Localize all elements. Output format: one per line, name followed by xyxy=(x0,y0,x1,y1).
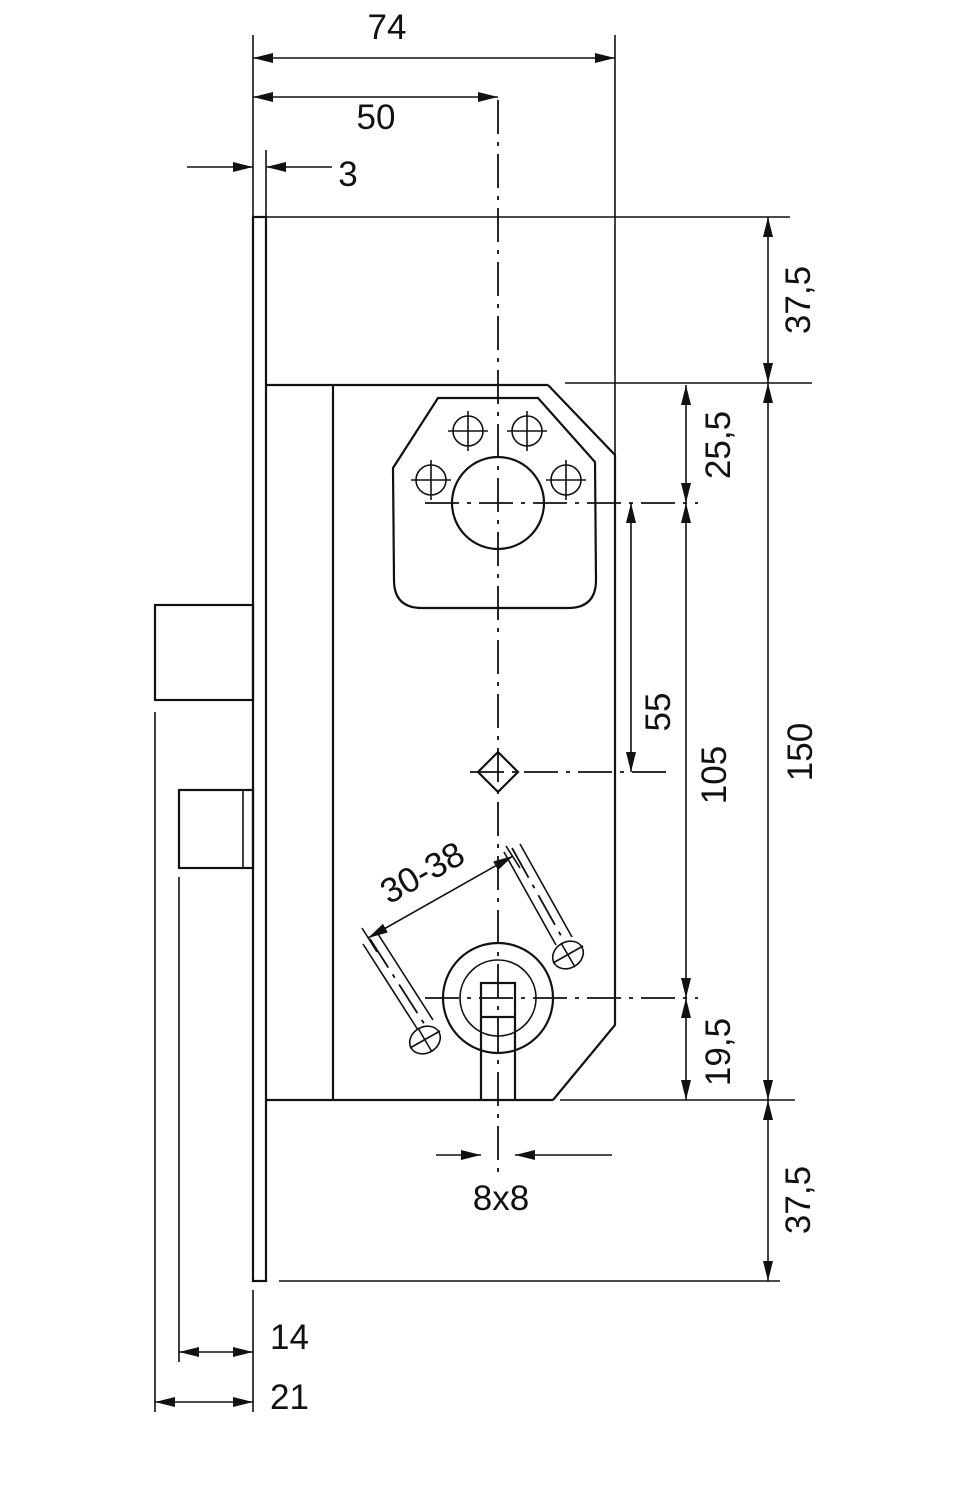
lock-body xyxy=(266,383,617,1102)
dim-label-14: 14 xyxy=(270,1318,309,1357)
latch-bolt xyxy=(153,603,255,702)
dim-label-55: 55 xyxy=(639,693,678,732)
dim-label-30-38: 30-38 xyxy=(374,834,471,912)
dim-label-150: 150 xyxy=(781,723,820,781)
cylinder-plate xyxy=(391,396,598,610)
dim-label-3: 3 xyxy=(338,155,357,194)
dim-label-21: 21 xyxy=(270,1378,309,1417)
dimension-lines xyxy=(155,53,773,1407)
dim-label-105: 105 xyxy=(695,746,734,804)
angled-arms xyxy=(362,843,585,1055)
dim-label-74: 74 xyxy=(368,8,407,47)
dim-label-25-5: 25,5 xyxy=(699,411,738,479)
screw-holes xyxy=(411,411,586,500)
extension-lines xyxy=(154,35,812,1412)
dead-bolt xyxy=(177,788,255,870)
center-lines xyxy=(425,100,698,1175)
dim-label-bottom-37-5: 37,5 xyxy=(779,1166,818,1234)
dim-label-top-37-5: 37,5 xyxy=(779,266,818,334)
dim-label-8x8: 8x8 xyxy=(473,1179,529,1218)
dim-label-19-5: 19,5 xyxy=(699,1018,738,1086)
faceplate xyxy=(251,215,268,1283)
dim-label-50: 50 xyxy=(357,98,396,137)
